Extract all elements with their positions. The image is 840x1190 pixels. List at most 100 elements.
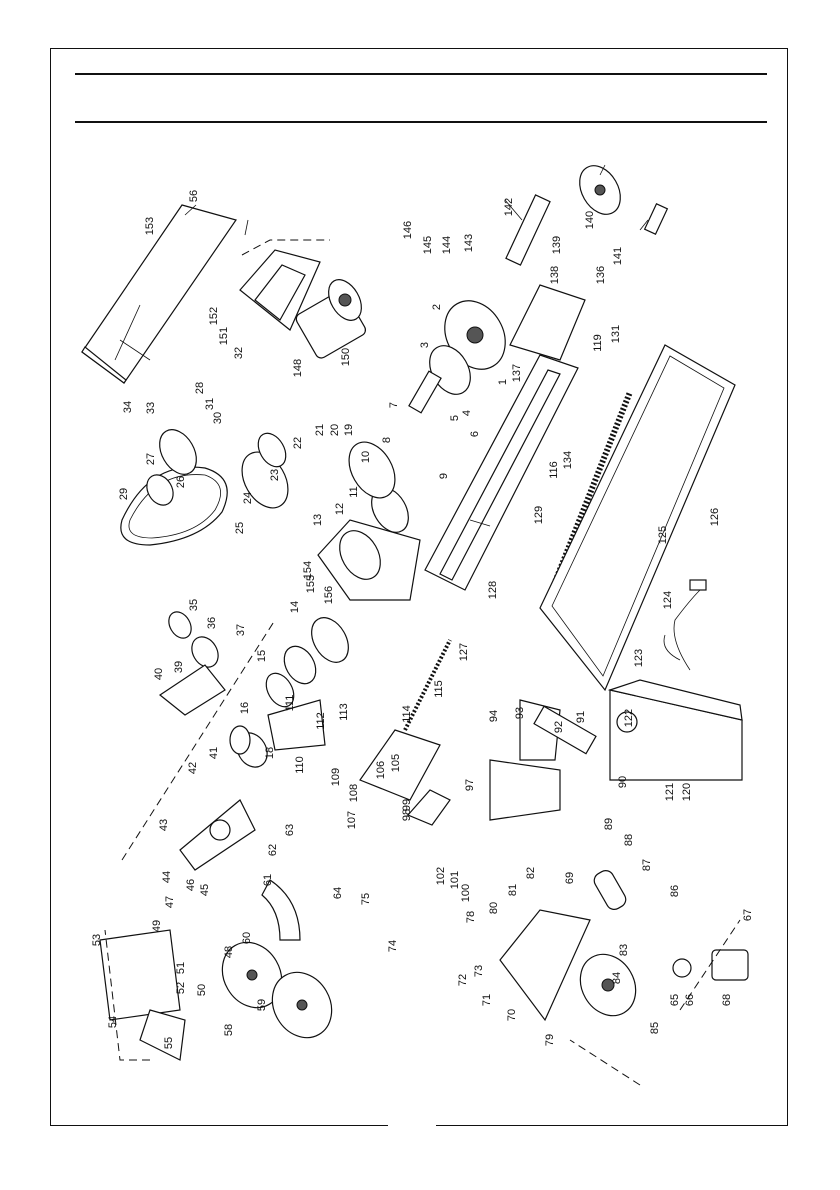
callout-47: 47: [164, 896, 176, 908]
callout-112: 112: [315, 712, 327, 730]
callout-41: 41: [208, 747, 220, 759]
callout-31: 31: [204, 398, 216, 410]
callout-131: 131: [610, 325, 622, 343]
callout-106: 106: [375, 761, 387, 779]
callout-145: 145: [422, 236, 434, 254]
header-rule-top: [75, 73, 767, 75]
callout-62: 62: [267, 844, 279, 856]
callout-2: 2: [431, 304, 443, 310]
callout-74: 74: [387, 940, 399, 952]
callout-126: 126: [709, 508, 721, 526]
callout-54: 54: [107, 1016, 119, 1028]
callout-51: 51: [175, 962, 187, 974]
callout-32: 32: [233, 347, 245, 359]
callout-128: 128: [487, 581, 499, 599]
callout-109: 109: [330, 768, 342, 786]
callout-144: 144: [441, 236, 453, 254]
callout-80: 80: [488, 902, 500, 914]
callout-44: 44: [161, 871, 173, 883]
callout-81: 81: [507, 884, 519, 896]
callout-45: 45: [199, 884, 211, 896]
compound-rest: [359, 729, 451, 826]
callout-36: 36: [206, 617, 218, 629]
end-guard: [99, 929, 186, 1061]
callout-27: 27: [145, 453, 157, 465]
callout-134: 134: [562, 451, 574, 469]
callout-42: 42: [187, 762, 199, 774]
callout-89: 89: [603, 818, 615, 830]
callout-63: 63: [284, 824, 296, 836]
chuck: [408, 300, 506, 414]
callout-3: 3: [419, 342, 431, 348]
callout-35: 35: [188, 599, 200, 611]
callout-9: 9: [438, 473, 450, 479]
callout-84: 84: [611, 972, 623, 984]
pulleys: [146, 429, 289, 509]
callout-40: 40: [153, 668, 165, 680]
callout-146: 146: [402, 221, 414, 239]
callout-140: 140: [584, 211, 596, 229]
callout-93: 93: [514, 707, 526, 719]
callout-53: 53: [91, 934, 103, 946]
callout-6: 6: [469, 431, 481, 437]
callout-60: 60: [241, 932, 253, 944]
callout-123: 123: [633, 649, 645, 667]
callout-154: 154: [302, 561, 314, 579]
callout-10: 10: [360, 451, 372, 463]
callout-156: 156: [323, 586, 335, 604]
callout-82: 82: [525, 867, 537, 879]
callout-138: 138: [549, 266, 561, 284]
callout-78: 78: [465, 911, 477, 923]
callout-7: 7: [388, 402, 400, 408]
callout-116: 116: [548, 461, 560, 479]
callout-43: 43: [158, 819, 170, 831]
callout-120: 120: [681, 783, 693, 801]
callout-83: 83: [618, 944, 630, 956]
callout-1: 1: [497, 379, 509, 385]
callout-59: 59: [256, 999, 268, 1011]
gear-cover-plate: [179, 799, 256, 871]
callout-11: 11: [348, 486, 360, 497]
tailstock: [505, 165, 669, 361]
page-number-gap: [388, 1118, 436, 1132]
callout-61: 61: [262, 874, 274, 886]
callout-91: 91: [575, 711, 587, 723]
callout-69: 69: [564, 872, 576, 884]
callout-30: 30: [212, 412, 224, 424]
callout-34: 34: [122, 401, 134, 413]
callout-101: 101: [449, 871, 461, 889]
callout-97: 97: [464, 779, 476, 791]
callout-129: 129: [533, 506, 545, 524]
callout-141: 141: [612, 247, 624, 265]
callout-65: 65: [669, 994, 681, 1006]
callout-19: 19: [343, 424, 355, 436]
chip-tray: [539, 344, 736, 692]
callout-115: 115: [433, 680, 445, 698]
callout-114: 114: [401, 705, 413, 723]
callout-90: 90: [617, 776, 629, 788]
callout-52: 52: [175, 982, 187, 994]
change-gears: [221, 941, 333, 1039]
callout-5: 5: [449, 415, 461, 421]
callout-99: 99: [401, 799, 413, 811]
callout-87: 87: [641, 859, 653, 871]
callout-153: 153: [144, 217, 156, 235]
leader-lines: [184, 164, 649, 236]
callout-56: 56: [188, 190, 200, 202]
callout-67: 67: [742, 909, 754, 921]
callout-75: 75: [360, 893, 372, 905]
callout-16: 16: [239, 702, 251, 714]
callout-18: 18: [264, 747, 276, 759]
callout-49: 49: [151, 920, 163, 932]
callout-39: 39: [173, 661, 185, 673]
callout-68: 68: [721, 994, 733, 1006]
callout-58: 58: [223, 1024, 235, 1036]
callout-137: 137: [511, 364, 523, 382]
motor: [295, 279, 367, 359]
guard-bracket: [239, 249, 321, 331]
callout-151: 151: [218, 327, 230, 345]
callout-73: 73: [473, 965, 485, 977]
callout-21: 21: [314, 424, 326, 436]
callout-94: 94: [488, 710, 500, 722]
callout-48: 48: [223, 946, 235, 958]
